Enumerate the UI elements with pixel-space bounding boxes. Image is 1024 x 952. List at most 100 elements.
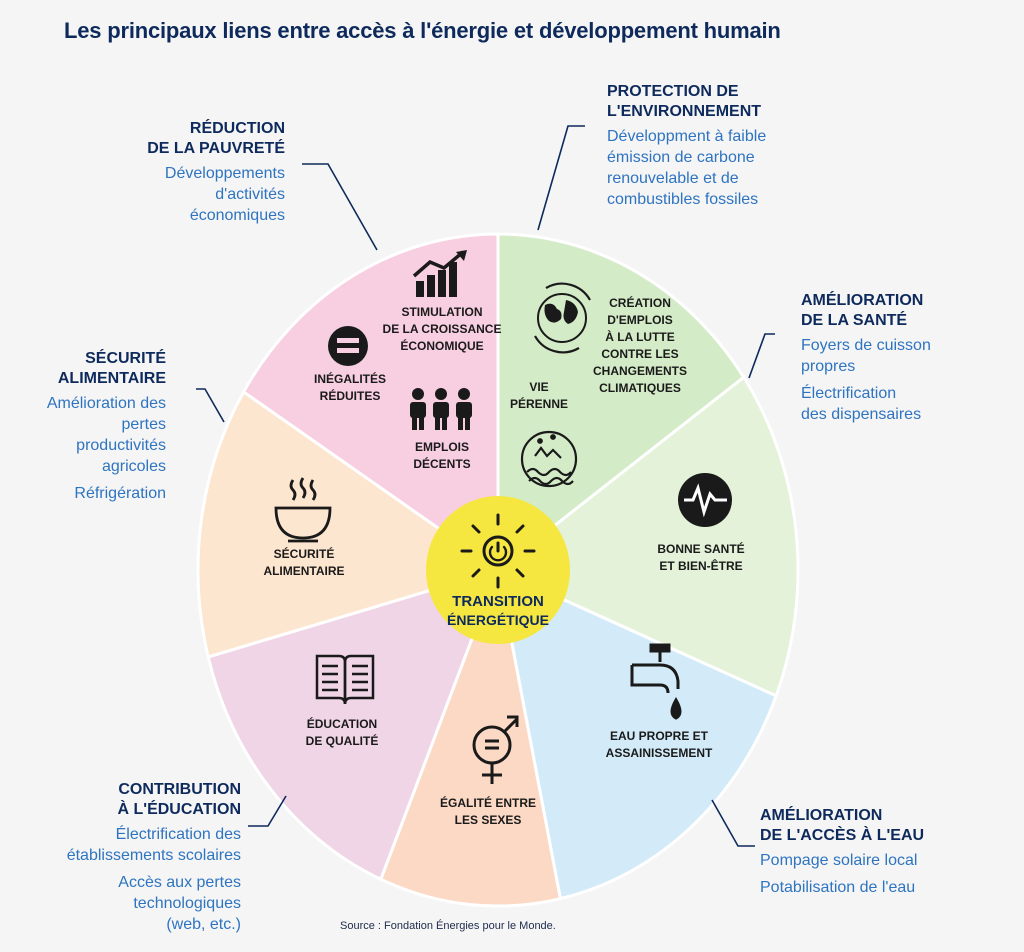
equal-icon	[328, 326, 368, 366]
label-eau: EAU PROPRE ET ASSAINISSEMENT	[606, 729, 713, 760]
annotation-text: des dispensaires	[801, 406, 922, 423]
book-icon	[315, 654, 375, 705]
annotation-text: Accès aux pertes	[118, 874, 241, 891]
label-emplois: EMPLOIS DÉCENTS	[413, 440, 470, 471]
segment-label-line: STIMULATION	[401, 305, 482, 319]
segment-label-line: ALIMENTAIRE	[263, 564, 344, 578]
label-sante: BONNE SANTÉ ET BIEN-ÊTRE	[657, 541, 744, 573]
annotation-text: émission de carbone	[607, 149, 755, 166]
annotation-text: Potabilisation de l'eau	[760, 879, 916, 896]
annotation-text: économiques	[189, 207, 285, 224]
connector-lines	[196, 125, 775, 847]
annotation-heading: À L'ÉDUCATION	[117, 801, 242, 818]
segment-label-line: CHANGEMENTS	[593, 364, 687, 378]
label-croissance: STIMULATION DE LA CROISSANCE ÉCONOMIQUE	[383, 305, 502, 353]
faucet-icon	[630, 643, 682, 720]
growth-chart-icon	[412, 250, 467, 297]
annotation-pauvrete: RÉDUCTION DE LA PAUVRETÉ Développements …	[147, 119, 285, 226]
annotation-text: établissements scolaires	[66, 847, 241, 864]
segment-label-line: DÉCENTS	[413, 456, 470, 471]
annotation-text: propres	[801, 358, 856, 375]
annotation-heading: CONTRIBUTION	[118, 781, 241, 798]
connector-alimentaire	[196, 388, 225, 423]
segment-label-line: DE QUALITÉ	[306, 733, 379, 748]
segment-label-line: EMPLOIS	[415, 440, 469, 454]
segment-label-line: CLIMATIQUES	[599, 381, 681, 395]
annotation-text: Électrification	[801, 385, 897, 402]
label-education: ÉDUCATION DE QUALITÉ	[306, 716, 379, 748]
wedge-eau	[495, 567, 779, 901]
annotation-heading: DE LA SANTÉ	[801, 312, 908, 329]
center-line2: ÉNERGÉTIQUE	[447, 612, 549, 628]
annotation-text: agricoles	[101, 458, 166, 475]
center-circle	[426, 496, 570, 644]
segment-label-line: SÉCURITÉ	[274, 546, 335, 561]
segment-label-line: CRÉATION	[609, 295, 671, 310]
annotation-text: d'activités	[215, 186, 285, 203]
segment-label-line: ÉDUCATION	[307, 716, 377, 731]
annotation-eau: AMÉLIORATION DE L'ACCÈS À L'EAU Pompage …	[760, 806, 924, 898]
segment-label-line: BONNE SANTÉ	[657, 541, 744, 556]
annotation-text: Amélioration des	[46, 395, 166, 412]
segment-label-line: EAU PROPRE ET	[610, 729, 709, 743]
annotation-heading: DE LA PAUVRETÉ	[147, 140, 285, 157]
segment-label-line: ASSAINISSEMENT	[606, 746, 713, 760]
bowl-icon	[274, 477, 332, 543]
earth-life-icon	[520, 430, 578, 488]
segment-label-line: CONTRE LES	[601, 347, 678, 361]
connector-sante	[748, 333, 775, 379]
annotation-education: CONTRIBUTION À L'ÉDUCATION Électrificati…	[67, 780, 241, 935]
segment-label-line: DE LA CROISSANCE	[383, 322, 502, 336]
annotation-text: Électrification des	[115, 826, 241, 843]
sun-energy-icon	[460, 513, 536, 589]
segment-label-line: INÉGALITÉS	[314, 371, 386, 386]
wedge-education	[206, 567, 501, 882]
people-icon	[410, 388, 472, 430]
connector-eau	[711, 799, 755, 847]
globe-icon	[534, 282, 591, 354]
annotation-text: (web, etc.)	[166, 916, 241, 933]
connector-pauvrete	[302, 163, 378, 251]
label-climat: CRÉATION D'EMPLOIS À LA LUTTE CONTRE LES CHA…	[593, 295, 687, 395]
annotation-environnement: PROTECTION DE L'ENVIRONNEMENT Développme…	[607, 82, 766, 210]
source-note: Source : Fondation Énergies pour le Mond…	[340, 920, 556, 932]
segment-label-line: ÉGALITÉ ENTRE	[440, 795, 536, 810]
annotation-sante: AMÉLIORATION DE LA SANTÉ Foyers de cuiss…	[801, 291, 931, 425]
connector-education	[248, 795, 287, 827]
segment-label-line: À LA LUTTE	[605, 329, 675, 344]
segment-label-line: D'EMPLOIS	[607, 313, 673, 327]
annotation-heading: AMÉLIORATION	[801, 292, 924, 309]
annotation-heading: DE L'ACCÈS À L'EAU	[760, 827, 925, 844]
annotation-heading: RÉDUCTION	[189, 120, 285, 137]
page-title: Les principaux liens entre accès à l'éne…	[64, 18, 781, 43]
gender-equality-icon	[472, 715, 519, 784]
segment-label-line: ET BIEN-ÊTRE	[659, 558, 742, 573]
wedge-alimentaire	[196, 389, 502, 659]
center-line1: TRANSITION	[452, 593, 544, 610]
wedge-egalite	[378, 564, 563, 908]
segment-label-line: RÉDUITES	[320, 388, 381, 403]
annotation-alimentaire: SÉCURITÉ ALIMENTAIRE Amélioration des pe…	[47, 349, 166, 504]
connector-environnement	[537, 125, 585, 231]
heartbeat-icon	[678, 473, 732, 527]
wedge-croissance	[241, 232, 500, 573]
wedge-sante	[495, 375, 800, 698]
annotation-heading: PROTECTION DE	[607, 83, 739, 100]
annotation-text: combustibles fossiles	[607, 191, 759, 208]
segment-label-line: ÉCONOMIQUE	[400, 338, 483, 353]
annotation-text: pertes	[121, 416, 166, 433]
annotation-heading: AMÉLIORATION	[760, 807, 883, 824]
segment-label-line: PÉRENNE	[510, 396, 568, 411]
annotation-heading: L'ENVIRONNEMENT	[607, 103, 762, 120]
annotation-heading: ALIMENTAIRE	[57, 370, 166, 387]
annotation-text: Pompage solaire local	[760, 852, 918, 869]
label-alimentaire: SÉCURITÉ ALIMENTAIRE	[263, 546, 344, 578]
annotation-text: technologiques	[133, 895, 241, 912]
annotation-text: renouvelable et de	[607, 170, 739, 187]
annotation-heading: SÉCURITÉ	[85, 350, 166, 367]
annotation-text: Foyers de cuisson	[801, 337, 931, 354]
